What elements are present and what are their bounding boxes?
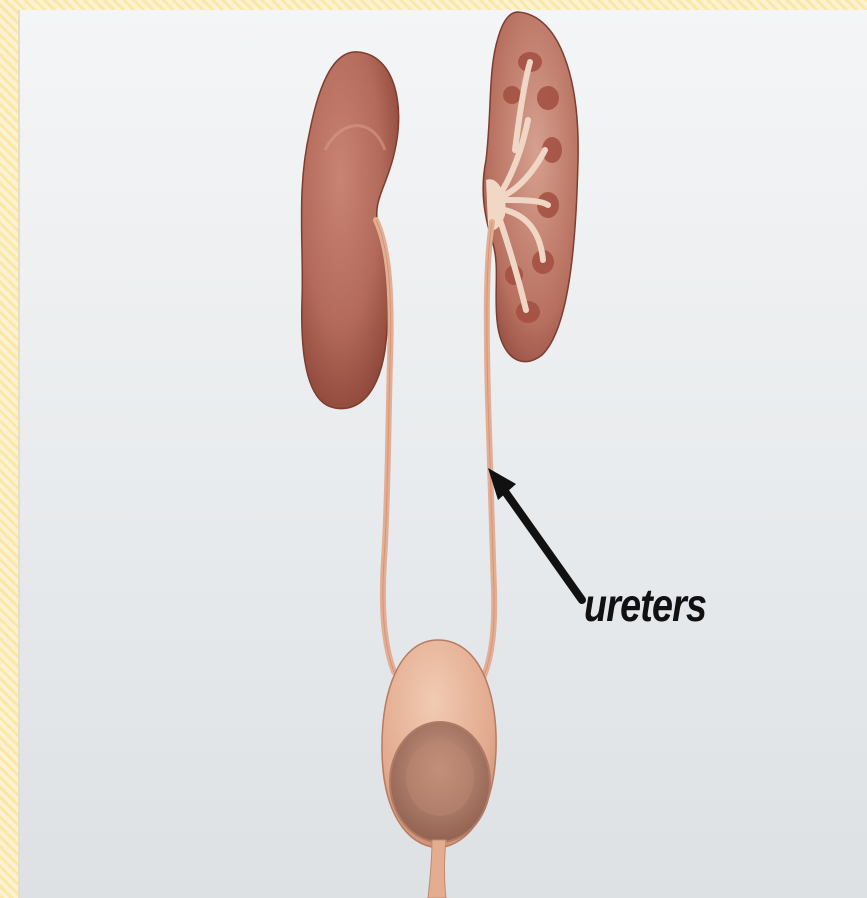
ureters-label: ureters bbox=[584, 578, 706, 632]
right-kidney-cross-section-icon bbox=[483, 12, 578, 362]
pointer-arrow-icon bbox=[488, 468, 582, 600]
bladder-icon bbox=[382, 640, 496, 898]
left-kidney-icon bbox=[302, 52, 399, 409]
